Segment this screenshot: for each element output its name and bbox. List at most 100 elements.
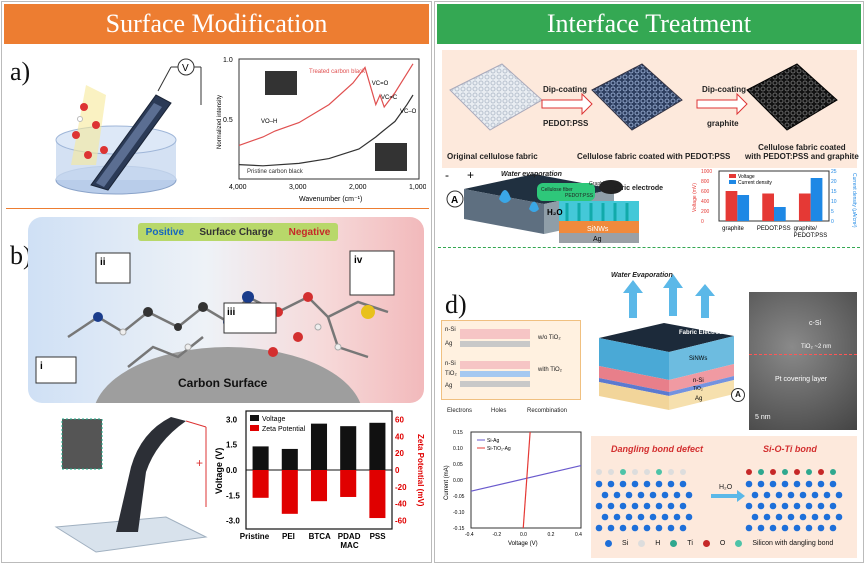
cchart-legend-current-swatch (729, 180, 736, 184)
lattice-si-atom (679, 502, 687, 510)
bchart-y2-tick: 20 (395, 449, 404, 458)
cchart-y2-tick: 20 (831, 179, 837, 185)
bchart-ylabel: Voltage (V) (214, 448, 224, 494)
atom-ti: Ti (687, 540, 693, 547)
lattice-si-atom (805, 524, 813, 532)
lattice-si-atom (661, 491, 669, 499)
tem-pt: Pt covering layer (775, 376, 828, 383)
ftir-series-line (238, 63, 414, 146)
lattice-surface-atom (770, 469, 776, 475)
surface-charge-illustration: Positive Surface Charge Negative i ii ii (28, 217, 424, 403)
bchart-voltage-bar (340, 426, 357, 470)
bchart-category: BTCA (309, 532, 331, 541)
cchart-y-tick: 200 (701, 209, 710, 215)
cchart-y-tick: 0 (701, 219, 704, 225)
lattice-si-atom (679, 524, 687, 532)
atom-legend: Si H Ti O Silicon with dangling bond (605, 540, 833, 547)
cchart-voltage-bar (762, 193, 774, 221)
lattice-surface-atom (782, 469, 788, 475)
bchart-category: PDAD (338, 532, 361, 541)
lattice-si-atom (829, 524, 837, 532)
cchart-y-tick: 1000 (701, 169, 712, 175)
lattice-si-atom (823, 491, 831, 499)
lattice-surface-atom (632, 469, 638, 475)
marker-iii: iii (227, 307, 236, 318)
bchart-y2-tick: -40 (395, 500, 407, 509)
plus-label: + (467, 169, 474, 182)
ftir-ylabel: Normalized intensity (217, 95, 223, 149)
lattice-si-atom (835, 513, 843, 521)
dchart-ylabel: Current (mA) (444, 465, 450, 500)
lattice-si-atom (643, 480, 651, 488)
lattice-si-atom (649, 513, 657, 521)
h2o-label-d: H₂O (719, 484, 733, 491)
lattice-si-atom (595, 480, 603, 488)
lattice-si-atom (607, 502, 615, 510)
lattice-si-atom (769, 480, 777, 488)
panel-c: c) Dip-coating PEDOT:PSS Dip-coating gra… (439, 47, 860, 245)
cchart-category: PEDOT:PSS (794, 233, 828, 239)
lattice-si-atom (601, 513, 609, 521)
cchart-y2-tick: 15 (831, 189, 837, 195)
tio2-device: SiNWs n-Si TiO₂ Ag (599, 274, 734, 410)
lattice-si-atom (637, 513, 645, 521)
lattice-si-atom (805, 502, 813, 510)
ftir-ann-cc: VC=C (381, 95, 398, 101)
lattice-surface-atom (656, 469, 662, 475)
lattice-si-atom (667, 480, 675, 488)
fabric-electrode-label-d: Fabric Electrode (679, 330, 727, 336)
lattice-si-atom (817, 502, 825, 510)
lattice-si-atom (787, 513, 795, 521)
step1-agent: PEDOT:PSS (543, 119, 589, 128)
cchart-y2label: Current density (μA/cm²) (851, 173, 857, 228)
voltmeter-label: V (182, 63, 189, 74)
step1-label: Dip-coating (543, 85, 587, 94)
bchart-zeta-bar (281, 470, 298, 514)
bchart-y2-tick: 0 (395, 466, 400, 475)
lattice-si-atom (829, 480, 837, 488)
water-evaporation-label-c: Water evaporation (501, 171, 562, 178)
lattice-si-atom (787, 491, 795, 499)
dchart-plot-area (470, 431, 582, 529)
lattice-si-atom (763, 513, 771, 521)
lattice-surface-atom (608, 469, 614, 475)
lattice-si-atom (817, 524, 825, 532)
bchart-zeta-bar (369, 470, 386, 519)
lattice-si-atom (799, 513, 807, 521)
ftir-series-line (238, 94, 414, 167)
lattice-si-atom (763, 491, 771, 499)
marker-i: i (40, 361, 43, 372)
ftir-y-tick: 1.0 (223, 57, 233, 64)
band-diagram: n-Si Ag n-Si TiO₂ Ag w/o TiO₂ with TiO₂ (441, 320, 581, 400)
lattice-surface-atom (644, 469, 650, 475)
dchart-legend-si-tio2-ag: Si-TiO₂-Ag (487, 446, 511, 452)
dangling-label: Dangling bond defect (611, 444, 703, 454)
ftir-y-tick: 0.5 (223, 117, 233, 124)
bchart-category: MAC (340, 541, 358, 550)
lattice-si-atom (613, 491, 621, 499)
bchart-zeta-bar (340, 470, 357, 497)
bchart-y-tick: -3.0 (226, 517, 240, 526)
lattice-si-atom (643, 502, 651, 510)
lattice-si-atom (793, 480, 801, 488)
lattice-si-atom (655, 502, 663, 510)
lattice-si-atom (829, 502, 837, 510)
legend-holes: Holes (491, 408, 507, 414)
bchart-y-tick: -1.5 (226, 491, 240, 500)
lattice-si-atom (673, 491, 681, 499)
cchart-legend-current: Current density (738, 180, 772, 186)
bchart-legend-zeta-swatch (250, 425, 259, 431)
lattice-si-atom (625, 513, 633, 521)
tem-tio2: TiO₂ ~2 nm (801, 344, 832, 350)
dchart-x-tick: -0.4 (465, 532, 474, 538)
ammeter-d: A (731, 388, 745, 402)
ftir-inset-treated (265, 71, 297, 95)
lattice-si-atom (637, 491, 645, 499)
dchart-series-line (470, 465, 582, 492)
bchart-category: PSS (370, 532, 387, 541)
dchart-x-tick: 0.0 (520, 532, 527, 538)
ftir-x-tick: 2,000 (349, 184, 367, 191)
band-row-nsi-1: n-Si (445, 327, 456, 333)
bchart-y2-tick: 60 (395, 415, 404, 424)
